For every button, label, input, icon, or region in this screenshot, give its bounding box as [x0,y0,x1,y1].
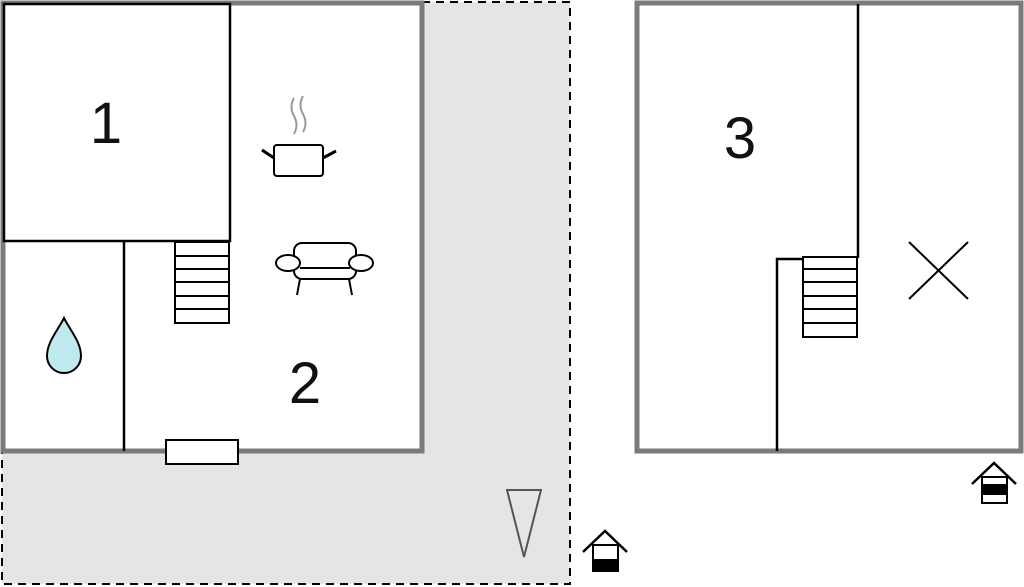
room-1-walls [2,2,232,243]
room-3-label: 3 [724,106,756,171]
staircase-ground [174,241,230,324]
entrance-house-icon [582,529,628,572]
staircase-upper [802,256,858,338]
upper-floor-outline [634,0,1024,454]
north-arrow-icon [505,489,543,558]
water-drop-icon [45,315,83,374]
room-1-label: 1 [90,91,122,156]
entrance-house-icon [971,461,1017,504]
sofa-icon [275,242,374,296]
cooking-pot-icon [261,95,337,177]
cross-icon [908,241,969,300]
interior-wall-upper-lower [775,257,803,451]
window [165,439,239,465]
room-2-label: 2 [289,351,321,416]
